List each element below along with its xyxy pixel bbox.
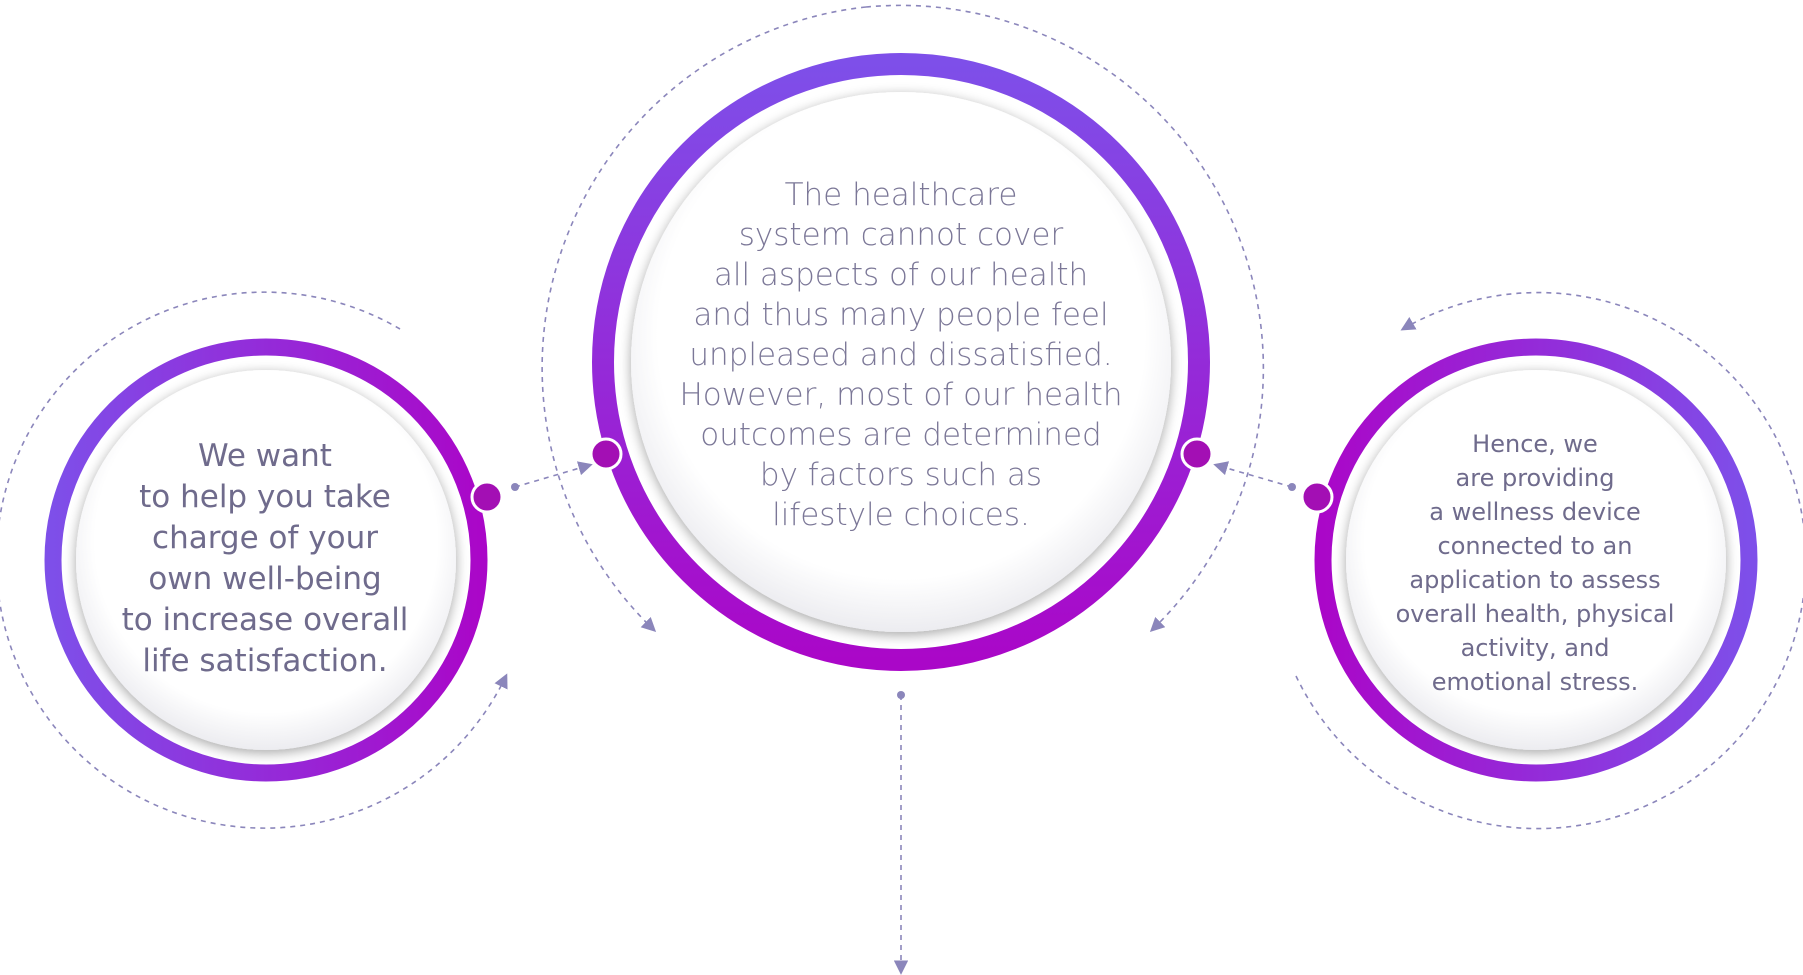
center-circle-node-left [589, 437, 623, 471]
center-circle-ring [592, 53, 1210, 671]
center-circle-text: The healthcare system cannot cover all a… [679, 177, 1123, 533]
right-circle-text: Hence, we are providing a wellness devic… [1395, 430, 1675, 696]
right-orbit-arc-outer [1295, 291, 1803, 830]
center-circle-inner [631, 92, 1171, 632]
right-circle-inner [1346, 370, 1726, 750]
connector-left-to-center [514, 461, 593, 488]
left-circle-inner [76, 370, 456, 750]
left-circle-text-box: We want to help you take charge of your … [80, 372, 450, 746]
left-circle-node [470, 480, 504, 514]
right-circle-ring [1314, 338, 1758, 782]
center-circle [589, 53, 1214, 671]
connector-dot-right [1288, 483, 1296, 491]
center-orbit [541, 4, 1265, 632]
connectors [514, 461, 1293, 975]
right-circle [1300, 338, 1758, 782]
right-orbit [1295, 291, 1803, 830]
right-circle-node [1300, 480, 1334, 514]
left-circle-text: We want to help you take charge of your … [121, 438, 409, 679]
center-orbit-arc-left [541, 6, 867, 632]
left-orbit-arc-outer [0, 291, 508, 829]
right-circle-text-box: Hence, we are providing a wellness devic… [1350, 418, 1720, 708]
connector-right-to-center [1213, 461, 1293, 488]
center-circle-node-right [1180, 437, 1214, 471]
connector-dot-center [897, 691, 905, 699]
left-circle [44, 338, 504, 782]
left-circle-ring [44, 338, 488, 782]
connector-dot-left [511, 483, 519, 491]
left-orbit [0, 291, 508, 829]
center-circle-text-box: The healthcare system cannot cover all a… [642, 168, 1160, 542]
